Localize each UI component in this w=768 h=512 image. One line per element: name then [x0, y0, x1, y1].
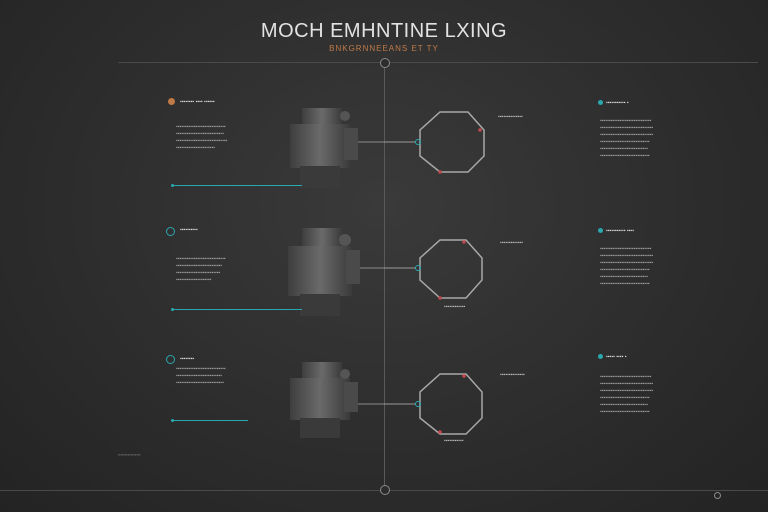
row-2-accent-bar [174, 309, 302, 310]
row-2-right-bullet [598, 228, 603, 233]
row-3-left-heading: ▪▪▪▪▪▪▪▪ [180, 356, 195, 362]
row-1-bullet [168, 98, 175, 105]
engine-2-head [302, 228, 342, 246]
page-subtitle: BNKGRNNEEANS ET TY [329, 44, 439, 53]
row-2-left-text: ▪▪▪▪▪▪▪▪▪▪▪▪▪▪▪▪▪▪▪▪▪▪▪▪▪▪▪▪ ▪▪▪▪▪▪▪▪▪▪▪… [176, 256, 226, 283]
row-2-right-text: ▪▪▪▪▪▪▪▪▪▪▪▪▪▪▪▪▪▪▪▪▪▪▪▪▪▪▪▪▪ ▪▪▪▪▪▪▪▪▪▪… [600, 246, 654, 287]
engine-2-body [288, 246, 352, 296]
octagon-loop-2 [384, 239, 483, 300]
engine-1-head [302, 108, 342, 126]
center-spine [384, 62, 385, 490]
engine-1-side [344, 128, 358, 160]
row-2-diagram-label-bottom: ▪▪▪▪▪▪▪▪▪▪▪▪ [444, 304, 466, 310]
engine-3-head [302, 362, 342, 380]
octagon-loop-1 [384, 111, 485, 174]
engine-3-body [290, 378, 350, 420]
row-3-diagram-label-bottom: ▪▪▪▪▪▪▪▪▪▪▪ [444, 438, 464, 444]
engine-unit-3 [290, 362, 358, 438]
engine-2-side [346, 250, 360, 284]
page-title: MOCH EMHNTINE LXING [260, 20, 508, 42]
engine-3-pulley [340, 369, 350, 379]
row-2-bullet [166, 227, 175, 236]
spine-bottom-node [380, 485, 390, 495]
row-3-bullet [166, 355, 175, 364]
engine-1-body [290, 124, 350, 168]
engine-2-pulley [339, 234, 351, 246]
engine-1-pulley [340, 111, 350, 121]
row-3-accent-bar [174, 420, 248, 421]
row-3-right-heading: ▪▪▪▪▪ ▪▪▪▪ ▪ [606, 354, 627, 360]
row-1-accent-dot [171, 184, 174, 187]
engine-unit-2 [288, 228, 360, 316]
row-1-accent-bar [174, 185, 302, 186]
row-2-left-heading: ▪▪▪▪▪▪▪▪▪▪ [180, 227, 198, 233]
row-3-diagram-label-top: ▪▪▪▪▪▪▪▪▪▪▪▪▪▪ [500, 372, 525, 378]
footer-note: ▪▪▪▪▪▪▪▪▪▪▪▪▪▪▪▪ [118, 452, 141, 457]
row-2-accent-dot [171, 308, 174, 311]
row-1-diagram-label: ▪▪▪▪▪▪▪▪▪▪▪▪▪▪ [498, 114, 523, 120]
corner-node-right [714, 492, 721, 499]
row-3-right-bullet [598, 354, 603, 359]
row-1-right-bullet [598, 100, 603, 105]
row-2-diagram-label-top: ▪▪▪▪▪▪▪▪▪▪▪▪▪ [500, 240, 524, 246]
row-1-right-heading: ▪▪▪▪▪▪▪▪▪▪▪ ▪ [606, 100, 629, 106]
row-3-accent-dot [171, 419, 174, 422]
row-2-right-heading: ▪▪▪▪▪▪▪▪▪▪▪ ▪▪▪▪ [606, 228, 634, 234]
engine-3-side [344, 382, 358, 412]
row-1-left-heading: ▪▪▪▪▪▪▪▪ ▪▪▪▪ ▪▪▪▪▪▪ [180, 99, 215, 105]
spine-top-node [380, 58, 390, 68]
engine-2-base [300, 294, 340, 316]
engine-unit-1 [290, 108, 358, 188]
top-divider [118, 62, 758, 63]
row-1-left-text: ▪▪▪▪▪▪▪▪▪▪▪▪▪▪▪▪▪▪▪▪▪▪▪▪▪▪▪▪ ▪▪▪▪▪▪▪▪▪▪▪… [176, 124, 228, 151]
row-3-right-text: ▪▪▪▪▪▪▪▪▪▪▪▪▪▪▪▪▪▪▪▪▪▪▪▪▪▪▪▪▪ ▪▪▪▪▪▪▪▪▪▪… [600, 374, 654, 415]
row-1-right-text: ▪▪▪▪▪▪▪▪▪▪▪▪▪▪▪▪▪▪▪▪▪▪▪▪▪▪▪▪▪ ▪▪▪▪▪▪▪▪▪▪… [600, 118, 654, 159]
engine-3-base [300, 418, 340, 438]
engine-1-base [300, 166, 340, 188]
row-3-left-text: ▪▪▪▪▪▪▪▪▪▪▪▪▪▪▪▪▪▪▪▪▪▪▪▪▪▪▪▪ ▪▪▪▪▪▪▪▪▪▪▪… [176, 366, 226, 386]
octagon-loop-3 [384, 373, 483, 435]
